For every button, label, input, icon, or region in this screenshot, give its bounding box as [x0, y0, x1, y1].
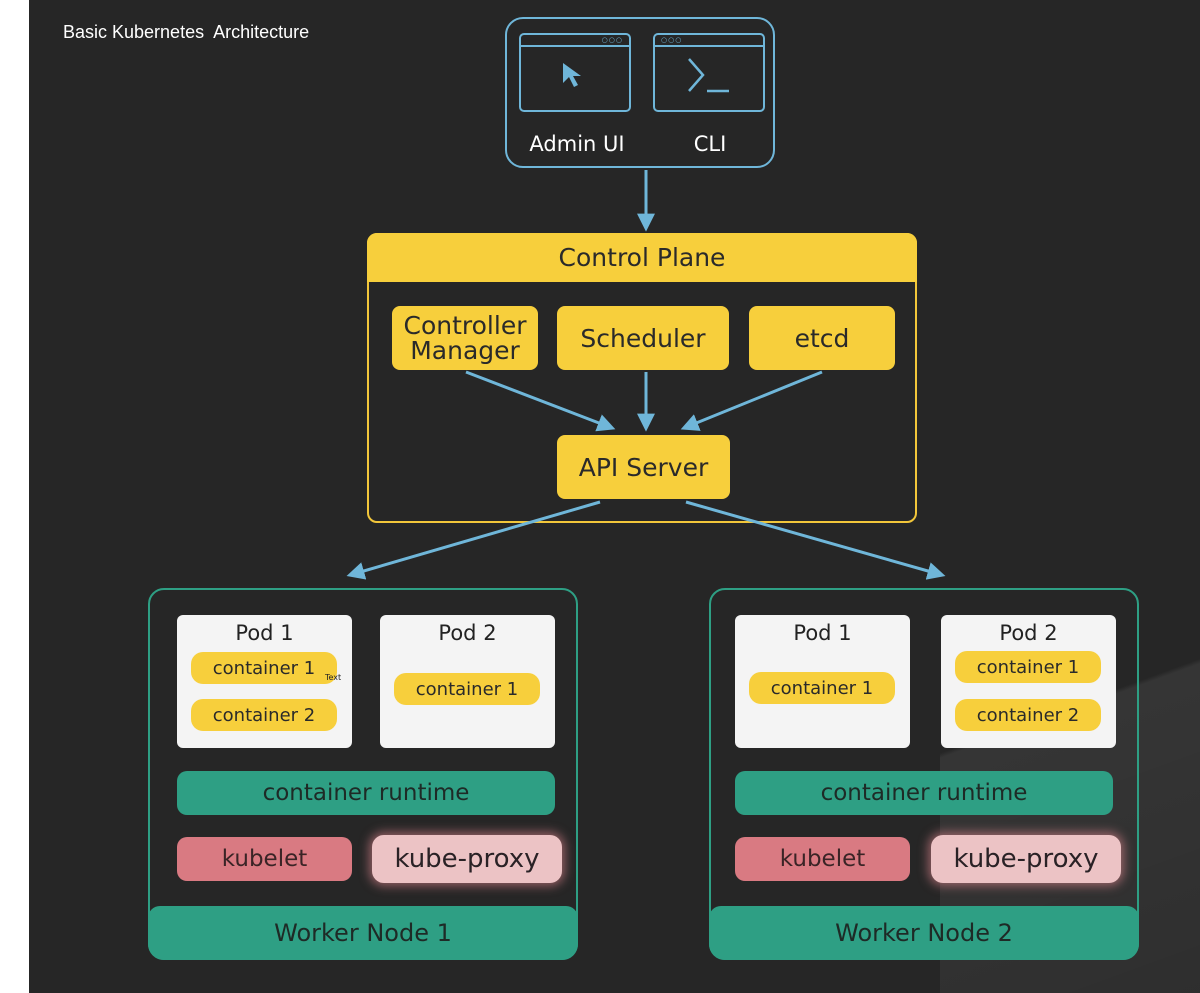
- kubelet-box: kubelet: [735, 837, 910, 881]
- cursor-icon: [563, 63, 581, 87]
- scheduler-box: Scheduler: [557, 306, 729, 370]
- diagram-canvas: [29, 0, 1200, 993]
- pod-title: Pod 2: [999, 621, 1058, 645]
- kube-proxy-box: kube-proxy: [372, 835, 562, 883]
- container-chip: container 2: [191, 699, 337, 731]
- container-chip: container 1: [191, 652, 337, 684]
- container-runtime-bar: container runtime: [735, 771, 1113, 815]
- worker-node-label: Worker Node 1: [148, 906, 578, 960]
- pod-title: Pod 1: [793, 621, 852, 645]
- clients-box: ○○○ ○○○ Admin UI CLI: [505, 17, 775, 168]
- controller-manager-box: Controller Manager: [392, 306, 538, 370]
- worker-node-2: Pod 1 container 1 Pod 2 container 1 cont…: [709, 588, 1139, 960]
- container-runtime-bar: container runtime: [177, 771, 555, 815]
- stray-text-label: Text: [325, 673, 342, 682]
- control-plane-title: Control Plane: [367, 233, 917, 282]
- kube-proxy-box: kube-proxy: [931, 835, 1121, 883]
- pod-title: Pod 1: [235, 621, 294, 645]
- kubelet-box: kubelet: [177, 837, 352, 881]
- api-server-box: API Server: [557, 435, 730, 499]
- etcd-box: etcd: [749, 306, 895, 370]
- pod-title: Pod 2: [438, 621, 497, 645]
- terminal-prompt-icon: [688, 58, 729, 93]
- pod-1: Pod 1 container 1: [735, 615, 910, 748]
- control-plane: Control Plane Controller Manager Schedul…: [367, 233, 917, 523]
- admin-ui-label: Admin UI: [529, 132, 625, 156]
- pod-2: Pod 2 container 1: [380, 615, 555, 748]
- pod-2: Pod 2 container 1 container 2: [941, 615, 1116, 748]
- container-chip: container 2: [955, 699, 1101, 731]
- cli-label: CLI: [693, 132, 727, 156]
- diagram-title: Basic Kubernetes Architecture: [63, 22, 310, 42]
- container-chip: container 1: [749, 672, 895, 704]
- worker-node-1: Pod 1 container 1 container 2 Text Pod 2…: [148, 588, 578, 960]
- container-chip: container 1: [955, 651, 1101, 683]
- worker-node-label: Worker Node 2: [709, 906, 1139, 960]
- admin-ui-window: ○○○: [519, 33, 631, 112]
- container-chip: container 1: [394, 673, 540, 705]
- cli-window: ○○○: [653, 33, 765, 112]
- pod-1: Pod 1 container 1 container 2 Text: [177, 615, 352, 748]
